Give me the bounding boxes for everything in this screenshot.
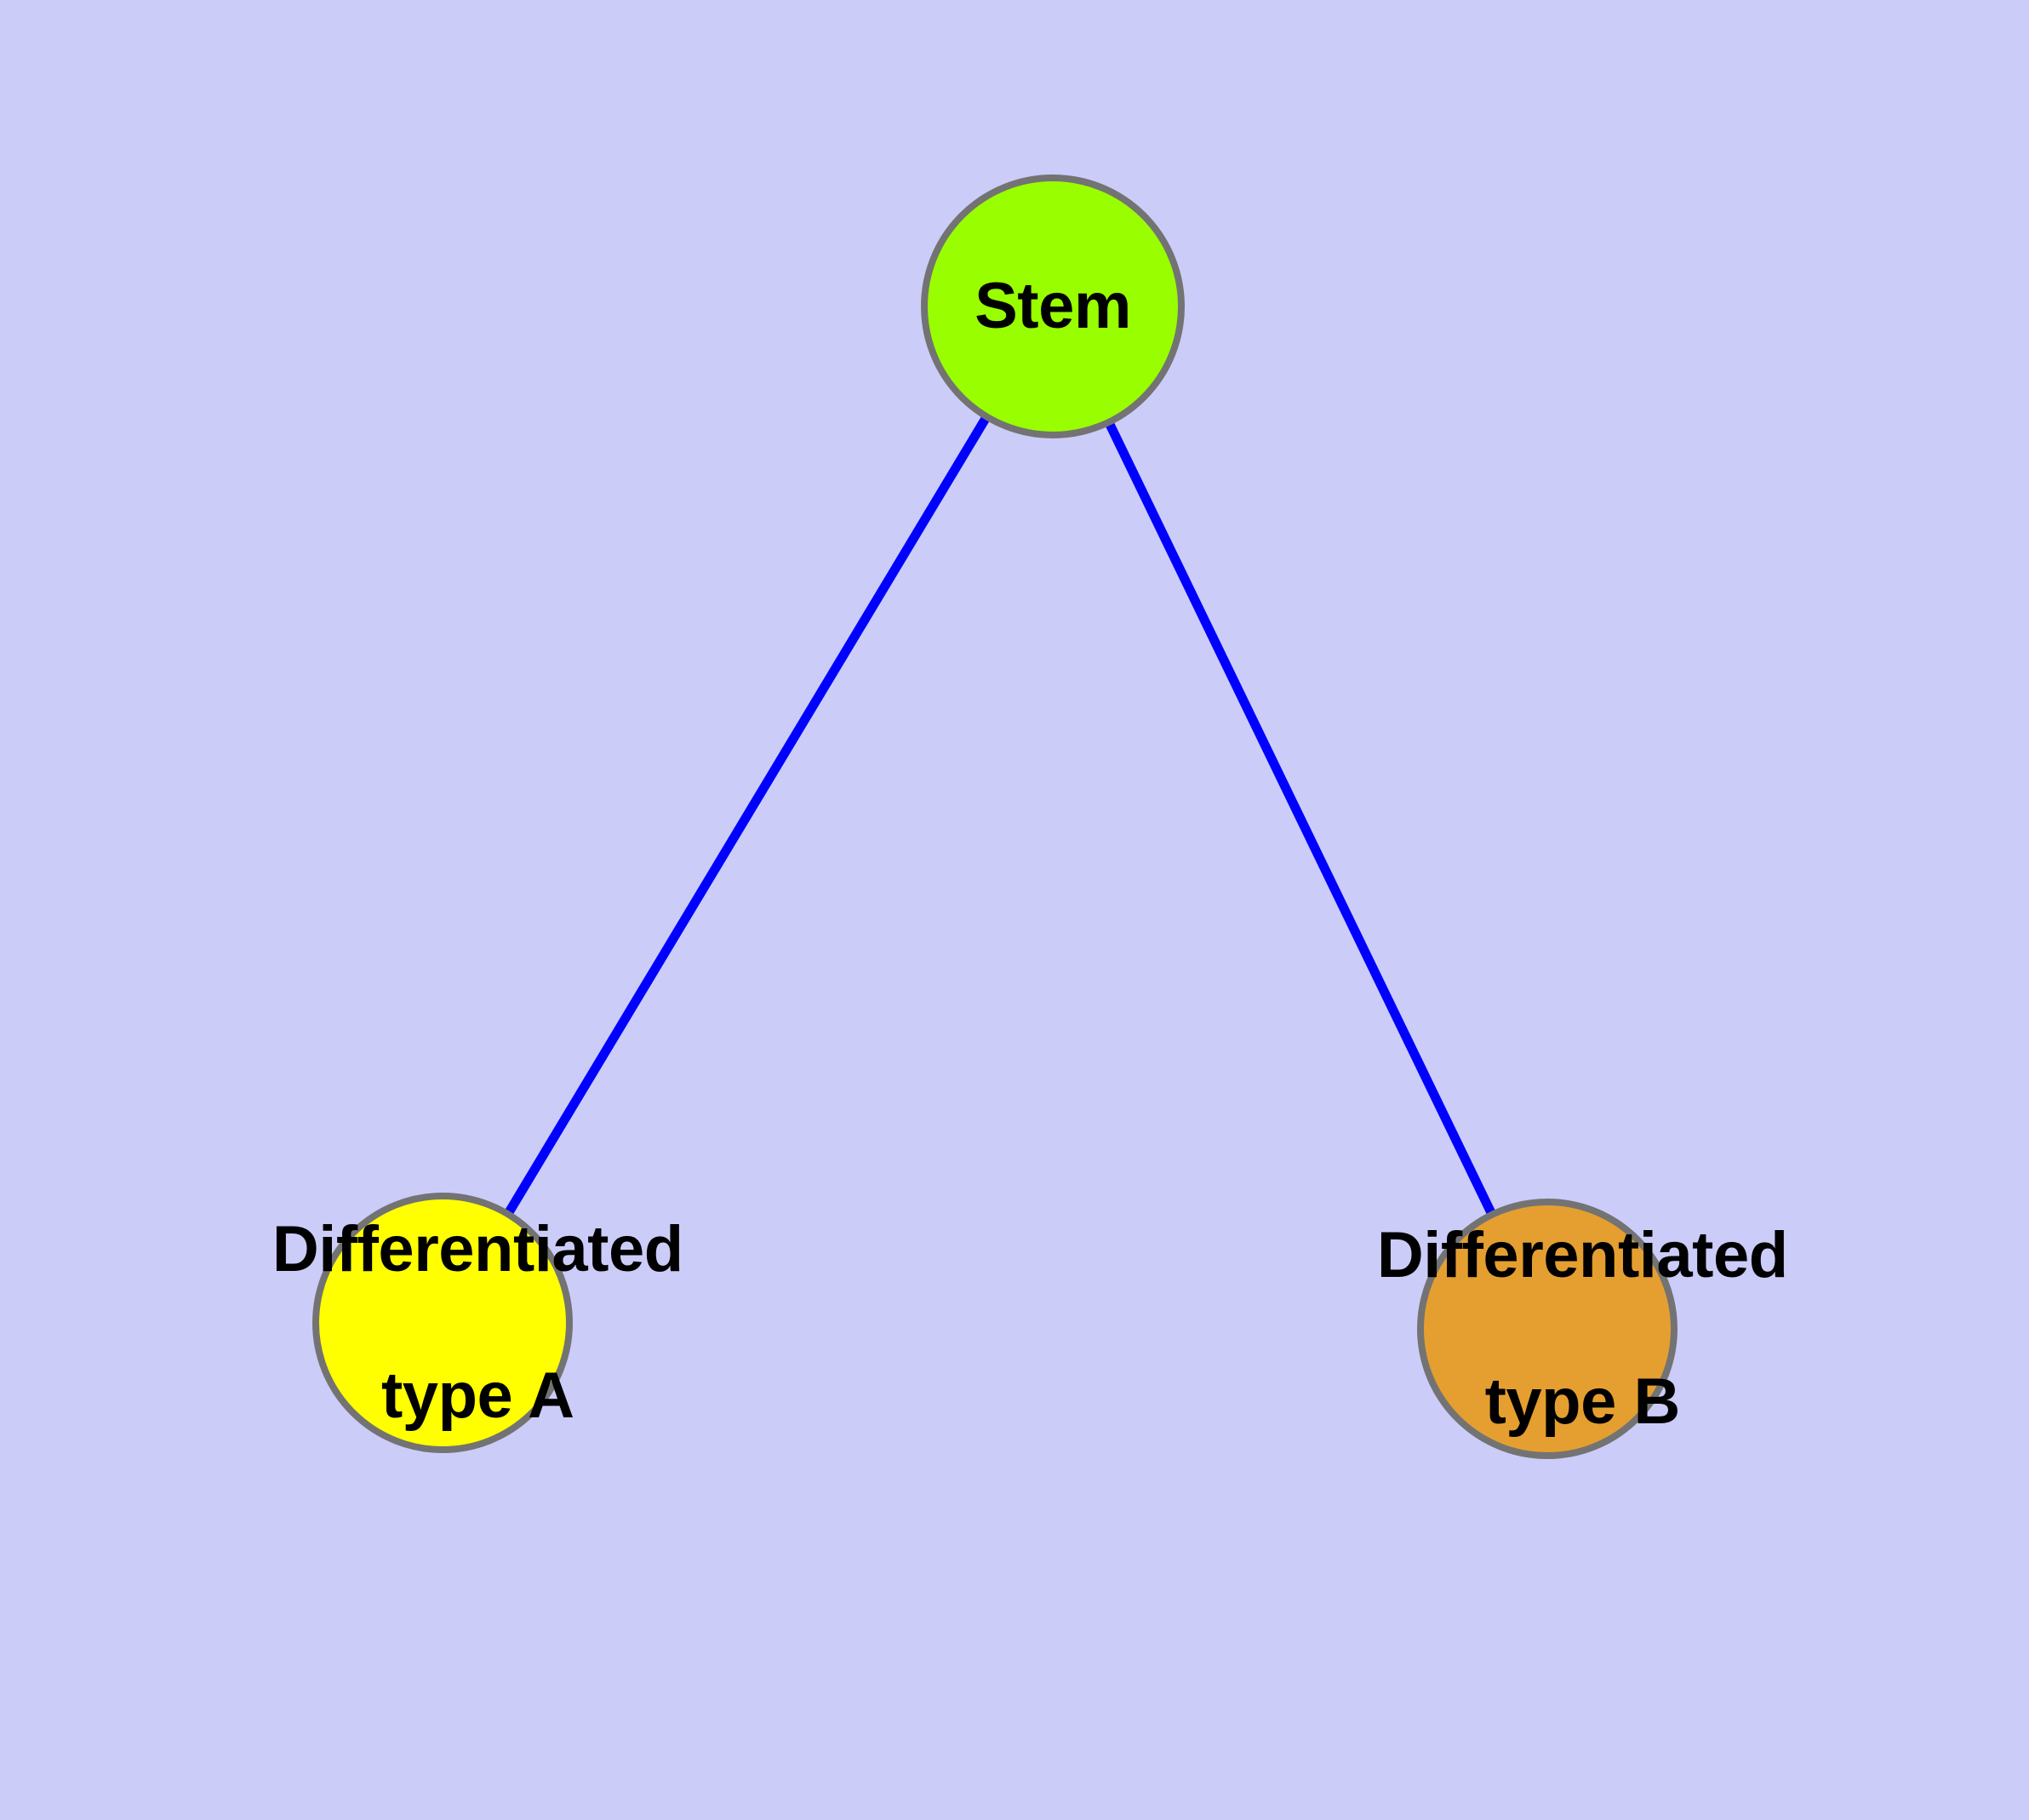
node-differentiated-type-a[interactable]: [312, 1193, 573, 1453]
node-layer: [312, 175, 1677, 1459]
edge-stem-to-differentiated-type-b[interactable]: [1049, 304, 1552, 1331]
node-differentiated-type-b[interactable]: [1417, 1199, 1677, 1459]
node-stem[interactable]: [921, 175, 1185, 438]
edge-stem-to-differentiated-type-a[interactable]: [438, 304, 1057, 1325]
edge-layer: [438, 304, 1552, 1331]
